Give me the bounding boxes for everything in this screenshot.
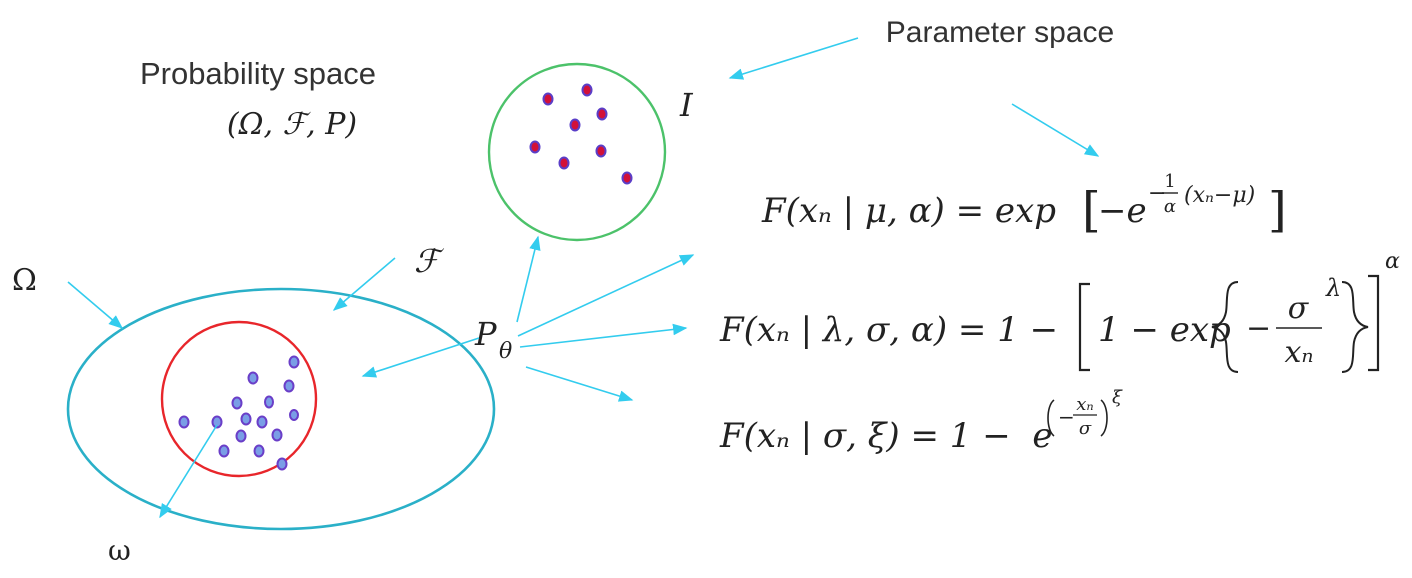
formula-frechet-power-outer: α [1385, 249, 1400, 274]
formula-gumbel-lhs: F(xₙ | μ, α) = exp [761, 191, 1056, 231]
arrow-measure-to-weibull [525, 366, 634, 402]
sample-point [288, 355, 300, 369]
arrow-parameter-space-to-formula [1011, 103, 1100, 157]
sample-point [211, 415, 223, 429]
sample-point [235, 429, 247, 443]
formula-weibull-exp-power: ξ [1112, 387, 1123, 408]
arrows [67, 37, 1100, 519]
sample-point [264, 395, 274, 409]
sample-point [218, 444, 230, 458]
formula-weibull: F(xₙ | σ, ξ) = 1 − e − xₙ σ ξ [719, 387, 1123, 456]
parameter-point [529, 140, 541, 154]
sample-point [178, 415, 190, 429]
formula-frechet-num: σ [1288, 291, 1310, 326]
parameter-point [621, 171, 633, 185]
arrow-measure-to-event [361, 337, 480, 378]
sample-point [276, 457, 288, 471]
parameter-points [529, 83, 633, 185]
formula-weibull-paren-close [1100, 399, 1108, 437]
formula-frechet-minus: − [1246, 311, 1271, 346]
formula-gumbel-bracket-open: [ [1082, 182, 1101, 238]
arrow-measure-to-parameter-space [516, 235, 541, 323]
arrow-measure-to-frechet [519, 323, 688, 348]
arrow-parameter-space-to-set [728, 37, 859, 80]
formula-frechet-inner: 1 − exp [1098, 310, 1231, 350]
sample-point [289, 409, 299, 421]
sample-point [256, 415, 268, 429]
formula-weibull-exp-sign: − [1058, 405, 1075, 429]
probability-space-title: Probability space [140, 56, 376, 91]
parameter-point [595, 144, 607, 158]
formula-gumbel-bracket-close: ] [1268, 182, 1287, 238]
parameter-point [542, 92, 554, 106]
formula-gumbel-exp-num: 1 [1164, 171, 1175, 192]
measure-label: P θ [474, 315, 512, 364]
sample-point [240, 412, 252, 426]
formula-frechet-power-inner: λ [1325, 274, 1341, 302]
parameter-point [581, 83, 593, 97]
sigma-algebra-label: ℱ [414, 242, 445, 280]
sample-space-ellipse [66, 287, 496, 531]
sample-point [283, 379, 295, 393]
formula-weibull-exp-den: σ [1079, 418, 1092, 439]
measure-p: P [474, 315, 497, 353]
measure-theta: θ [499, 339, 512, 364]
event-circle [160, 320, 318, 478]
formula-weibull-exp-num: xₙ [1076, 394, 1093, 415]
arrow-omega-to-ellipse [67, 281, 124, 329]
formula-frechet-left-brace [1211, 281, 1239, 373]
sample-point [271, 428, 283, 442]
formula-frechet: F(xₙ | λ, σ, α) = 1 − 1 − exp − σ xₙ λ α [719, 249, 1400, 373]
parameter-space-title: Parameter space [886, 16, 1114, 49]
parameter-point [596, 107, 608, 121]
formula-frechet-right-brace [1341, 281, 1369, 373]
sample-point [247, 371, 259, 385]
arrow-point-to-omega [159, 424, 218, 519]
probability-triple: (Ω, ℱ, P) [227, 107, 357, 142]
sample-point [253, 444, 265, 458]
arrow-sigma-algebra-to-circle [332, 257, 396, 311]
formula-frechet-right-bracket [1368, 274, 1380, 372]
formula-weibull-lhs: F(xₙ | σ, ξ) = 1 − e [719, 416, 1052, 456]
formula-frechet-lhs: F(xₙ | λ, σ, α) = 1 − [719, 310, 1058, 350]
parameter-point [558, 156, 570, 170]
formula-gumbel: F(xₙ | μ, α) = exp [ −e − 1 α (xₙ−μ) ] [761, 171, 1287, 238]
sample-point [231, 396, 243, 410]
omega-lower-label: ω [108, 534, 131, 567]
formula-gumbel-exp-den: α [1164, 196, 1176, 217]
parameter-point [569, 118, 581, 132]
parameter-set-label: I [679, 86, 694, 124]
formula-gumbel-exp-sign: − [1148, 181, 1166, 206]
sample-points [178, 355, 300, 471]
formula-frechet-left-bracket [1078, 282, 1090, 372]
formula-gumbel-minus-e: −e [1098, 191, 1147, 231]
formula-weibull-paren-open [1047, 399, 1055, 437]
arrow-measure-to-gumbel [517, 254, 695, 337]
parameter-space-circle [487, 62, 667, 242]
formula-gumbel-exp-tail: (xₙ−μ) [1184, 183, 1255, 208]
formula-frechet-den: xₙ [1284, 335, 1313, 370]
omega-upper-label: Ω [12, 263, 37, 298]
